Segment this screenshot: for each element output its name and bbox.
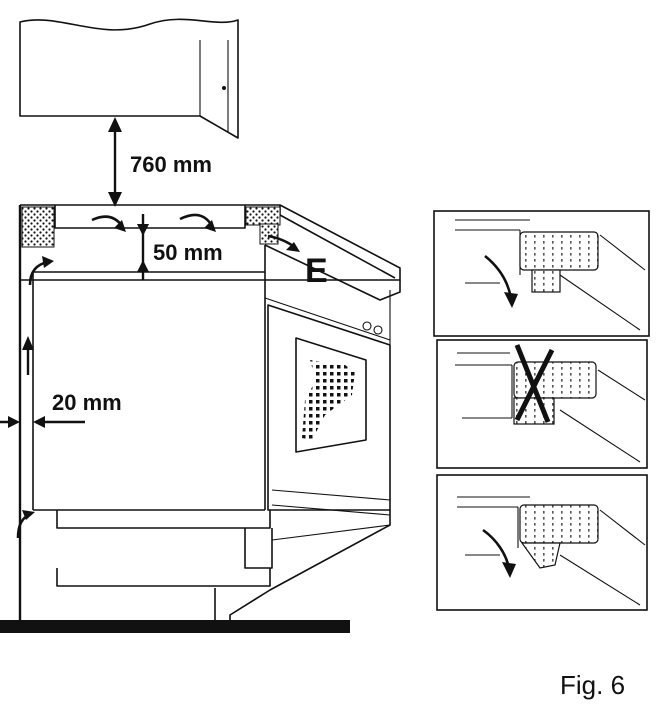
floor	[0, 620, 350, 633]
oven-housing	[32, 245, 391, 516]
plinth	[56, 510, 391, 622]
detail-panel-correct-2	[436, 474, 648, 611]
side-gap-dimension	[0, 416, 85, 428]
cross-mark-icon	[514, 344, 555, 423]
figure-caption: Fig. 6	[560, 670, 625, 700]
wall-cabinet	[19, 18, 239, 139]
marker-e-label: E	[305, 252, 328, 290]
side-gap-label: 20 mm	[52, 390, 122, 415]
worktop	[20, 204, 401, 301]
clearance-above-dimension	[108, 117, 122, 207]
clearance-above-label: 760 mm	[130, 152, 212, 177]
gap-below-hob-label: 50 mm	[153, 240, 223, 265]
gap-below-hob-dimension	[120, 214, 160, 280]
detail-panel-incorrect	[436, 339, 648, 469]
detail-panel-correct-1	[433, 210, 650, 337]
airflow-arrows	[16, 213, 216, 539]
